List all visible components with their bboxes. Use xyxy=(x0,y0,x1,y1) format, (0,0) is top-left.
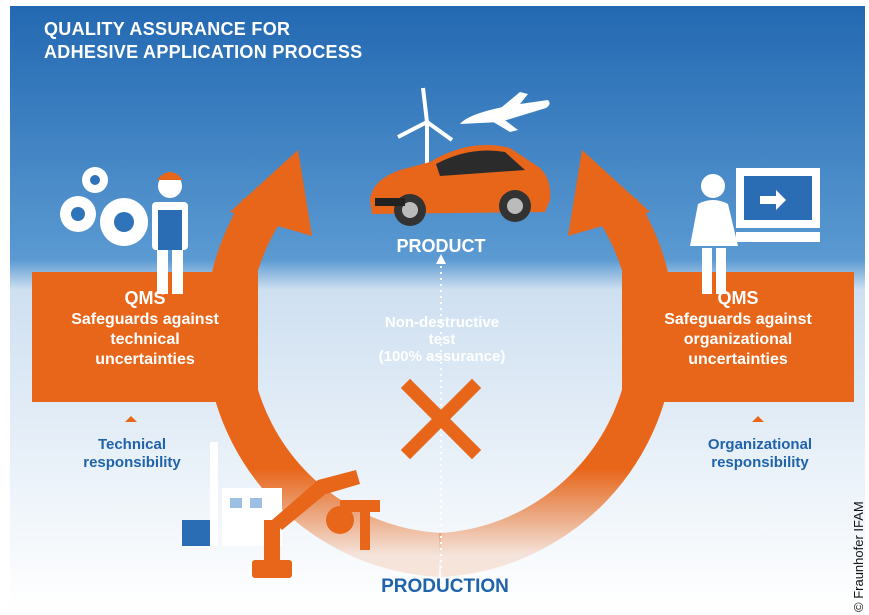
left-cycle-arrow-head xyxy=(230,150,312,236)
left-qms-text: QMS Safeguards against technical uncerta… xyxy=(32,288,258,370)
right-pointer-triangle xyxy=(752,416,764,422)
non-destructive-test-note: Non-destructive test (100% assurance) xyxy=(352,314,532,365)
title-line-1: QUALITY ASSURANCE FOR xyxy=(44,19,291,39)
right-cycle-arrow-head xyxy=(568,150,650,236)
technical-responsibility: Technical responsibility xyxy=(62,436,202,472)
product-label: PRODUCT xyxy=(396,236,486,256)
left-qms-box xyxy=(32,272,258,402)
page-title: QUALITY ASSURANCE FOR ADHESIVE APPLICATI… xyxy=(44,18,362,64)
copyright-notice: © Fraunhofer IFAM xyxy=(851,501,866,612)
title-line-2: ADHESIVE APPLICATION PROCESS xyxy=(44,42,363,62)
cross-icon xyxy=(400,378,482,460)
right-qms-line-1: Safeguards against xyxy=(664,311,812,328)
right-qms-line-2: organizational xyxy=(683,331,793,348)
technical-responsibility-line-1: Technical xyxy=(97,436,167,453)
car-icon xyxy=(370,145,551,226)
gears-icon xyxy=(60,167,148,246)
airplane-icon xyxy=(460,92,550,132)
ndt-line-2: test xyxy=(428,331,456,348)
left-qms-line-2: technical xyxy=(110,331,180,348)
test-dotted-arrowhead xyxy=(436,254,446,264)
robot-arm-icon xyxy=(252,470,380,578)
production-label: PRODUCTION xyxy=(381,576,509,597)
ndt-line-3: (100% assurance) xyxy=(378,348,506,365)
ndt-line-1: Non-destructive xyxy=(384,314,500,331)
right-qms-text: QMS Safeguards against organizational un… xyxy=(622,288,854,370)
left-qms-line-3: uncertainties xyxy=(95,351,195,368)
right-qms-box xyxy=(622,272,854,402)
right-qms-heading: QMS xyxy=(717,288,759,308)
scientist-icon xyxy=(690,174,738,294)
organizational-responsibility-line-1: Organizational xyxy=(707,436,813,453)
worker-icon xyxy=(152,172,188,294)
technical-responsibility-line-2: responsibility xyxy=(83,454,181,471)
organizational-responsibility-line-2: responsibility xyxy=(711,454,809,471)
monitor-icon xyxy=(736,168,820,242)
organizational-responsibility: Organizational responsibility xyxy=(685,436,835,472)
left-qms-heading: QMS xyxy=(124,288,166,308)
left-qms-line-1: Safeguards against xyxy=(71,311,219,328)
left-pointer-triangle xyxy=(125,416,137,422)
right-qms-line-3: uncertainties xyxy=(688,351,788,368)
